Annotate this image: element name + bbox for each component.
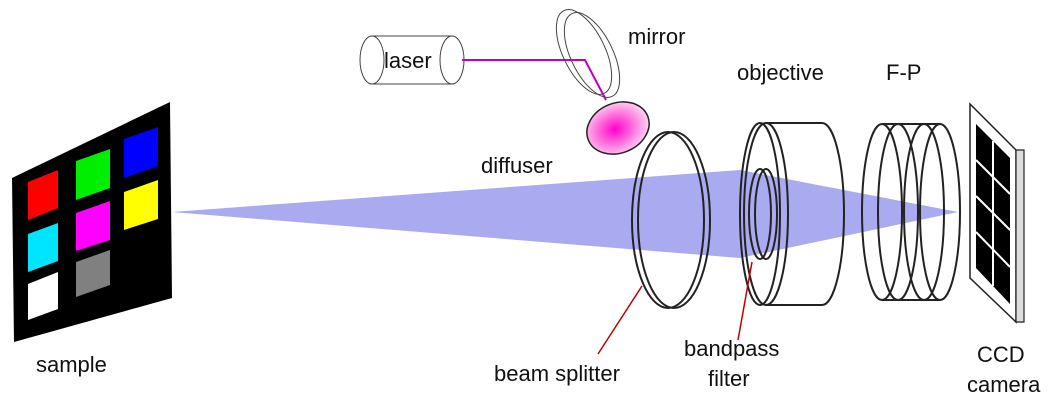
ccd-camera: CCD camera: [967, 102, 1041, 397]
bandpass-label-line2: filter: [708, 366, 750, 391]
diffuser-label: diffuser: [481, 153, 553, 178]
laser-label: laser: [384, 48, 432, 73]
beam-splitter-label: beam splitter: [494, 361, 620, 386]
bandpass-filter: bandpass filter: [684, 168, 779, 391]
swatch-green: [76, 149, 110, 200]
swatch-magenta: [76, 201, 110, 251]
beam-splitter-pointer: [597, 285, 643, 355]
laser: laser: [359, 35, 465, 85]
ccd-label-line1: CCD: [977, 342, 1025, 367]
fp-label: F-P: [886, 60, 921, 85]
objective-label: objective: [737, 60, 824, 85]
swatch-blue: [124, 127, 158, 178]
bandpass-label-line1: bandpass: [684, 336, 779, 361]
swatch-red: [28, 170, 58, 220]
diffuser: diffuser: [481, 101, 650, 178]
beam-splitter: beam splitter: [494, 131, 711, 386]
ccd-label-line2: camera: [967, 372, 1041, 397]
fabry-perot: F-P: [861, 60, 961, 301]
mirror: mirror: [555, 9, 685, 98]
sample: [12, 102, 172, 342]
swatch-gray: [76, 250, 110, 297]
swatch-cyan: [28, 223, 58, 272]
mirror-label: mirror: [628, 24, 685, 49]
swatch-white: [28, 272, 58, 320]
objective: objective: [737, 60, 845, 306]
laser-beam-line: [462, 59, 607, 101]
light-beam: [172, 170, 958, 258]
bandpass-pointer: [737, 261, 753, 341]
sample-label: sample: [36, 352, 107, 377]
swatch-yellow: [124, 180, 158, 230]
